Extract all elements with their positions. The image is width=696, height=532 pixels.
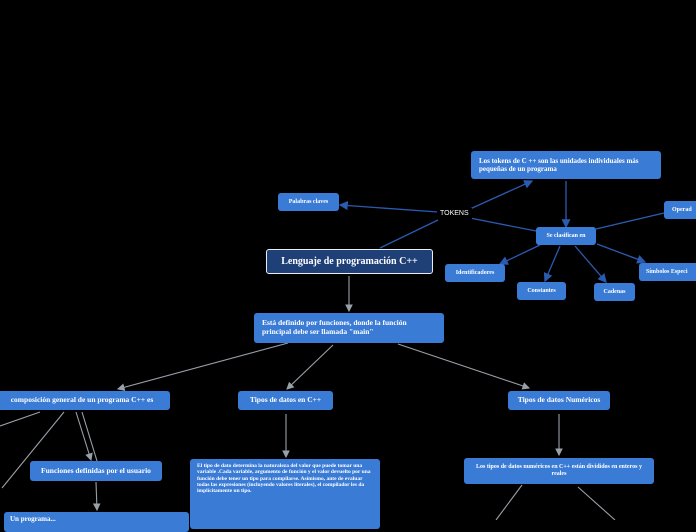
node-definido-funciones[interactable]: Está definido por funciones, donde la fu… — [254, 313, 444, 343]
link-desc-right — [577, 486, 616, 520]
link-clasifican-simbolos — [596, 243, 647, 264]
node-numericos-desc-label: Los tipos de datos numéricos en C++ está… — [476, 464, 642, 477]
node-bottom-cut-label: Un programa... — [10, 515, 56, 523]
central-topic-label: Lenguaje de programación C++ — [281, 255, 418, 267]
node-tipos-datos[interactable]: Tipos de datos en C++ — [238, 391, 333, 410]
link-tokens-palabras — [338, 201, 439, 213]
tokens-label-text: TOKENS — [440, 210, 469, 217]
node-composicion-general[interactable]: composición general de un programa C++ e… — [0, 391, 170, 410]
node-funciones-usuario-label: Funciones definidas por el usuario — [41, 465, 151, 475]
node-cadenas[interactable]: Cadenas — [594, 283, 635, 301]
mind-map-canvas: Lenguaje de programación C++ TOKENS Pala… — [0, 151, 696, 532]
node-constantes[interactable]: Constantes — [517, 282, 566, 300]
link-definido-tipos — [286, 344, 334, 390]
link-composicion-left1 — [0, 411, 41, 427]
link-definido-numericos — [397, 343, 531, 390]
node-constantes-label: Constantes — [527, 287, 556, 294]
link-tokens-clasifican — [469, 217, 537, 232]
node-bottom-cut[interactable]: Un programa... — [4, 512, 189, 532]
node-simbolos[interactable]: Símbolos Especi — [639, 263, 696, 281]
link-tokens-definicion — [469, 180, 534, 210]
node-operadores-label: Operad — [672, 206, 692, 213]
link-clasifican-identificadores — [498, 244, 541, 265]
node-tipos-descripcion-label: El tipo de dato determina la naturaleza … — [197, 463, 371, 495]
node-composicion-general-label: composición general de un programa C++ e… — [10, 395, 154, 405]
link-clasifican-operadores — [595, 212, 665, 230]
node-se-clasifican[interactable]: Se clasifican en — [536, 227, 596, 245]
node-tokens-definicion[interactable]: Los tokens de C ++ son las unidades indi… — [471, 151, 661, 179]
node-tokens-definicion-label: Los tokens de C ++ son las unidades indi… — [479, 156, 639, 173]
link-main-tokens — [379, 219, 439, 249]
link-desc-left — [495, 484, 523, 520]
node-palabras-claves-label: Palabras claves — [288, 198, 329, 205]
tokens-label[interactable]: TOKENS — [437, 208, 472, 219]
node-definido-funciones-label: Está definido por funciones, donde la fu… — [262, 318, 407, 336]
node-tipos-datos-label: Tipos de datos en C++ — [249, 395, 322, 405]
node-palabras-claves[interactable]: Palabras claves — [278, 193, 339, 211]
node-tipos-descripcion[interactable]: El tipo de dato determina la naturaleza … — [190, 459, 380, 529]
link-clasifican-cadenas — [574, 245, 607, 283]
link-clasifican-constantes — [543, 245, 561, 283]
link-composicion-left2 — [1, 411, 65, 489]
node-operadores[interactable]: Operad — [664, 201, 696, 219]
node-se-clasifican-label: Se clasifican en — [546, 232, 586, 239]
link-composicion-funciones — [75, 411, 93, 462]
node-identificadores[interactable]: Identificadores — [445, 264, 505, 282]
link-funciones-bottom — [92, 481, 101, 512]
node-simbolos-label: Símbolos Especi — [646, 268, 688, 275]
node-numericos-desc[interactable]: Los tipos de datos numéricos en C++ está… — [464, 458, 654, 484]
link-composicion-funciones-2 — [81, 411, 98, 462]
node-tipos-numericos-label: Tipos de datos Numéricos — [517, 395, 601, 405]
node-tipos-numericos[interactable]: Tipos de datos Numéricos — [508, 391, 610, 410]
central-topic[interactable]: Lenguaje de programación C++ — [266, 249, 433, 274]
node-cadenas-label: Cadenas — [603, 288, 626, 295]
node-identificadores-label: Identificadores — [455, 269, 495, 276]
node-funciones-usuario[interactable]: Funciones definidas por el usuario — [30, 461, 162, 481]
connector-lines — [0, 180, 665, 520]
link-definido-composicion — [116, 342, 289, 391]
